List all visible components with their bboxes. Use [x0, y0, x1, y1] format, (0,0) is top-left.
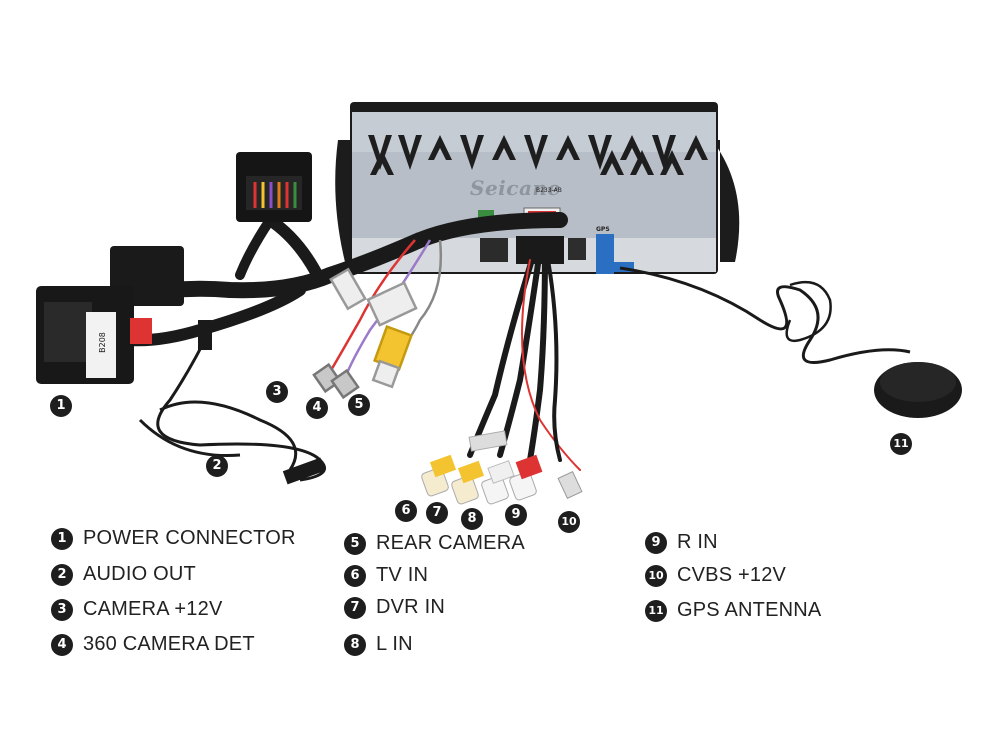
legend-item-r-in: 9 R IN: [645, 531, 718, 554]
legend-badge: 6: [344, 564, 366, 587]
legend-badge: 2: [51, 563, 73, 586]
gps-port-label: GPS: [596, 226, 610, 233]
connector-label: B208: [97, 332, 107, 353]
legend-label: TV IN: [376, 564, 429, 586]
legend-item-360-camera-det: 4 360 CAMERA DET: [51, 633, 255, 656]
power-connector: [36, 152, 312, 384]
callout-1: 1: [50, 395, 72, 417]
legend-item-power-connector: 1 POWER CONNECTOR: [51, 527, 296, 550]
legend-label: 360 CAMERA DET: [83, 633, 255, 655]
callout-3: 3: [266, 381, 288, 403]
legend-item-l-in: 8 L IN: [344, 633, 413, 656]
legend-item-cvbs-12v: 10 CVBS +12V: [645, 564, 786, 587]
legend-item-audio-out: 2 AUDIO OUT: [51, 563, 196, 586]
callout-2: 2: [206, 455, 228, 477]
legend-label: REAR CAMERA: [376, 532, 525, 554]
legend-badge: 11: [645, 599, 667, 622]
legend-item-dvr-in: 7 DVR IN: [344, 596, 445, 619]
callout-8: 8: [461, 508, 483, 530]
legend-badge: 7: [344, 596, 366, 619]
callout-9: 9: [505, 504, 527, 526]
legend-badge: 9: [645, 531, 667, 554]
legend-badge: 4: [51, 633, 73, 656]
callout-6: 6: [395, 500, 417, 522]
legend-label: CAMERA +12V: [83, 598, 223, 620]
callout-7: 7: [426, 502, 448, 524]
legend-badge: 10: [645, 564, 667, 587]
callout-4: 4: [306, 397, 328, 419]
legend-badge: 1: [51, 527, 73, 550]
legend-label: POWER CONNECTOR: [83, 527, 296, 549]
legend-label: AUDIO OUT: [83, 563, 196, 585]
legend-label: R IN: [677, 531, 718, 553]
legend-badge: 8: [344, 633, 366, 656]
callout-10: 10: [558, 511, 580, 533]
audio-cable: [138, 320, 326, 485]
callout-11: 11: [890, 433, 912, 455]
legend-badge: 3: [51, 598, 73, 621]
legend-badge: 5: [344, 532, 366, 555]
legend-label: CVBS +12V: [677, 564, 787, 586]
legend-label: DVR IN: [376, 596, 445, 618]
camera-wires: [312, 239, 443, 400]
legend-item-tv-in: 6 TV IN: [344, 564, 428, 587]
legend-label: GPS ANTENNA: [677, 599, 822, 621]
legend-item-rear-camera: 5 REAR CAMERA: [344, 532, 525, 555]
legend-label: L IN: [376, 633, 413, 655]
rca-cables: [421, 247, 583, 505]
legend-item-camera-12v: 3 CAMERA +12V: [51, 598, 223, 621]
legend-item-gps-antenna: 11 GPS ANTENNA: [645, 599, 821, 622]
brand-logo: Seicane: [470, 176, 561, 200]
callout-5: 5: [348, 394, 370, 416]
gps-antenna: [619, 266, 962, 418]
model-label: B233-AB: [536, 187, 562, 194]
